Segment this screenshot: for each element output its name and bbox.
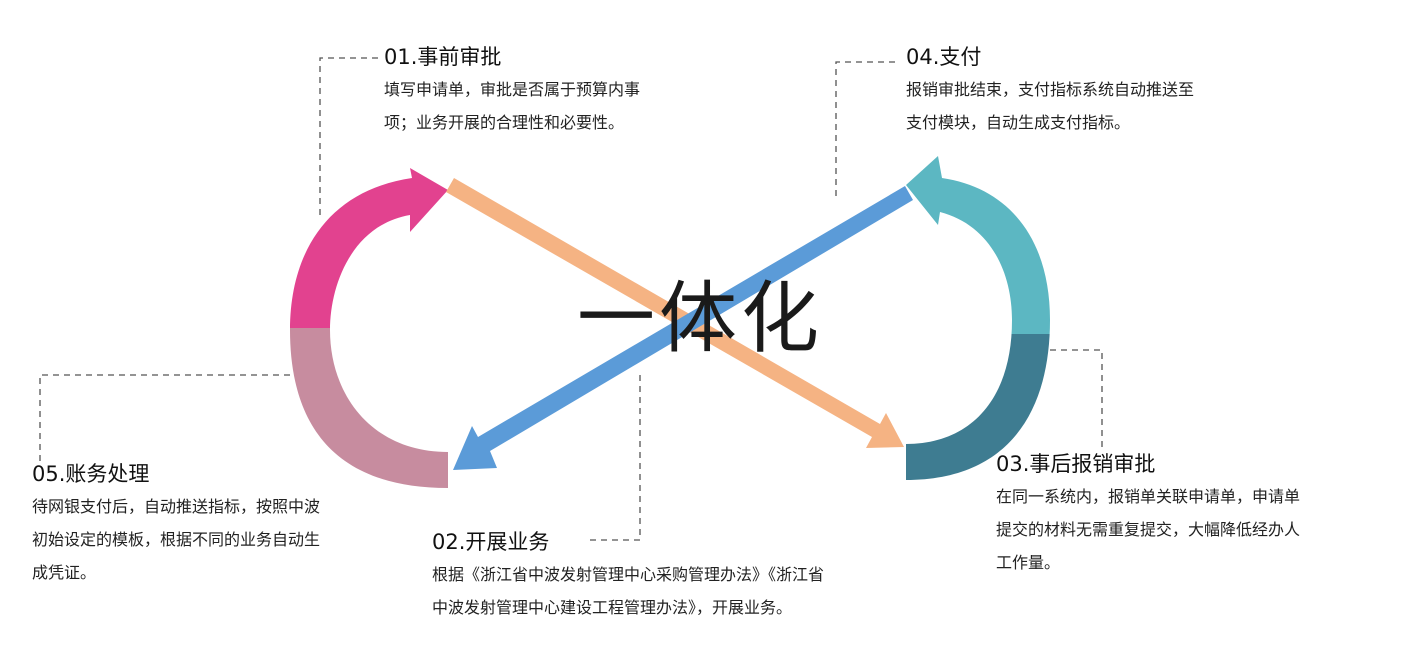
left-loop-arc xyxy=(290,168,448,488)
step-title: 05.账务处理 xyxy=(32,462,150,486)
step-desc-line: 报销审批结束，支付指标系统自动推送至 xyxy=(906,80,1195,99)
leader-line-04 xyxy=(835,61,895,198)
step-title: 02.开展业务 xyxy=(432,530,550,554)
step-desc-line: 根据《浙江省中波发射管理中心采购管理办法》《浙江省 xyxy=(432,565,825,584)
step-desc-line: 初始设定的模板，根据不同的业务自动生 xyxy=(32,530,321,549)
center-title: 一体化 xyxy=(576,274,823,364)
step-03-callout: 03.事后报销审批 在同一系统内，报销单关联申请单，申请单 提交的材料无需重复提… xyxy=(996,450,1300,579)
step-desc-line: 待网银支付后，自动推送指标，按照中波 xyxy=(32,497,321,516)
right-loop-arc xyxy=(906,156,1050,480)
leader-line-05 xyxy=(39,374,290,462)
step-desc-line: 提交的材料无需重复提交，大幅降低经办人 xyxy=(996,520,1301,539)
orange-diagonal-arrow xyxy=(446,178,904,448)
step-desc-line: 填写申请单，审批是否属于预算内事 xyxy=(384,80,641,99)
step-01-callout: 01.事前审批 填写申请单，审批是否属于预算内事 项；业务开展的合理性和必要性。 xyxy=(384,43,640,139)
step-title: 04.支付 xyxy=(906,45,982,69)
step-02-callout: 02.开展业务 根据《浙江省中波发射管理中心采购管理办法》《浙江省 中波发射管理… xyxy=(432,528,824,624)
step-05-callout: 05.账务处理 待网银支付后，自动推送指标，按照中波 初始设定的模板，根据不同的… xyxy=(32,460,320,589)
leader-line-01 xyxy=(319,57,378,215)
step-desc-line: 成凭证。 xyxy=(32,563,97,582)
leader-line-02 xyxy=(590,370,641,541)
blue-diagonal-arrow xyxy=(453,186,913,470)
step-desc-line: 支付模块，自动生成支付指标。 xyxy=(906,113,1131,132)
step-title: 01.事前审批 xyxy=(384,45,502,69)
step-04-callout: 04.支付 报销审批结束，支付指标系统自动推送至 支付模块，自动生成支付指标。 xyxy=(906,43,1194,139)
step-desc-line: 工作量。 xyxy=(996,553,1061,572)
step-desc-line: 中波发射管理中心建设工程管理办法》，开展业务。 xyxy=(432,598,793,617)
step-title: 03.事后报销审批 xyxy=(996,452,1156,476)
step-desc-line: 在同一系统内，报销单关联申请单，申请单 xyxy=(996,487,1301,506)
step-desc-line: 项；业务开展的合理性和必要性。 xyxy=(384,113,625,132)
leader-line-03 xyxy=(1050,349,1103,450)
